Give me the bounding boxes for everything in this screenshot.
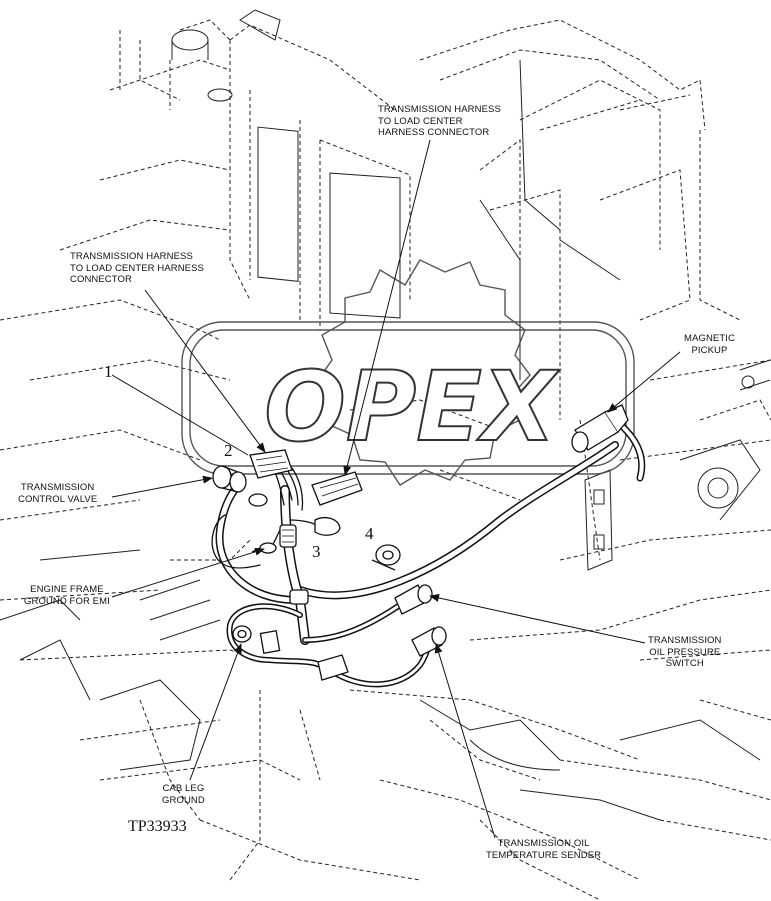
label-harness-left: TRANSMISSION HARNESS TO LOAD CENTER HARN… [70,251,204,286]
label-line: MAGNETIC [684,333,735,344]
label-line: CAB LEG [162,783,205,794]
leader-oil-pressure [429,594,646,644]
label-line: TO LOAD CENTER [378,115,463,127]
label-line: TRANSMISSION HARNESS [70,251,193,262]
watermark-text: OPEX [264,351,560,463]
leader-lines [111,139,681,839]
connector-2 [249,449,293,479]
callout-1: 1 [104,362,113,381]
label-harness-top: TRANSMISSION HARNESS TO LOAD CENTER HARN… [378,104,501,139]
callout-4: 4 [365,524,374,543]
label-line: TRANSMISSION OIL [497,838,590,849]
callout-3: 3 [312,542,321,561]
leader-number-1 [111,374,249,456]
leader-harness-top [343,139,431,476]
label-line: TO LOAD CENTER HARNESS [70,262,204,274]
clip-3 [314,517,341,536]
leader-harness-left [144,289,266,453]
magnetic-pickup-sensor [571,404,629,453]
leader-ground-emi [111,547,265,598]
machine-solid-outline [0,9,771,821]
label-line: TEMPERATURE SENDER [486,849,602,861]
label-line: CONTROL VALVE [18,493,98,505]
label-line: PICKUP [691,344,728,356]
leader-control-valve [111,475,213,498]
control-valve-connector [212,465,247,493]
label-line: CONNECTOR [70,274,132,285]
connector-1 [311,471,363,506]
label-line: HARNESS CONNECTOR [378,127,490,138]
label-ground-emi: ENGINE FRAME GROUND FOR EMI [24,584,110,607]
cab-leg-ground-lug [232,625,252,643]
label-line: ENGINE FRAME [30,584,104,595]
label-magnetic-pickup: MAGNETIC PICKUP [684,333,735,356]
label-line: GROUND FOR EMI [24,595,110,607]
callout-2: 2 [224,441,233,460]
inline-connector [259,630,349,681]
label-line: OIL PRESSURE [649,646,721,658]
label-line: TRANSMISSION HARNESS [378,104,501,115]
figure-id: TP33933 [128,818,187,835]
label-line: GROUND [162,794,205,806]
opex-watermark: OPEX [181,259,635,486]
leader-magnetic-pickup [607,351,681,413]
label-oil-temp: TRANSMISSION OIL TEMPERATURE SENDER [486,838,601,861]
label-control-valve: TRANSMISSION CONTROL VALVE [18,482,97,505]
harness-grommet [248,493,309,605]
label-cab-leg: CAB LEG GROUND [162,783,205,806]
label-oil-pressure: TRANSMISSION OIL PRESSURE SWITCH [648,635,722,670]
label-line: TRANSMISSION [20,482,95,493]
oil-temp-sender [411,626,447,657]
leader-cab-leg [189,643,242,781]
label-line: TRANSMISSION [648,635,722,646]
label-line: SWITCH [665,658,704,669]
oil-pressure-switch [394,584,433,615]
clamp-4 [371,544,401,571]
leader-oil-temp [434,643,496,839]
